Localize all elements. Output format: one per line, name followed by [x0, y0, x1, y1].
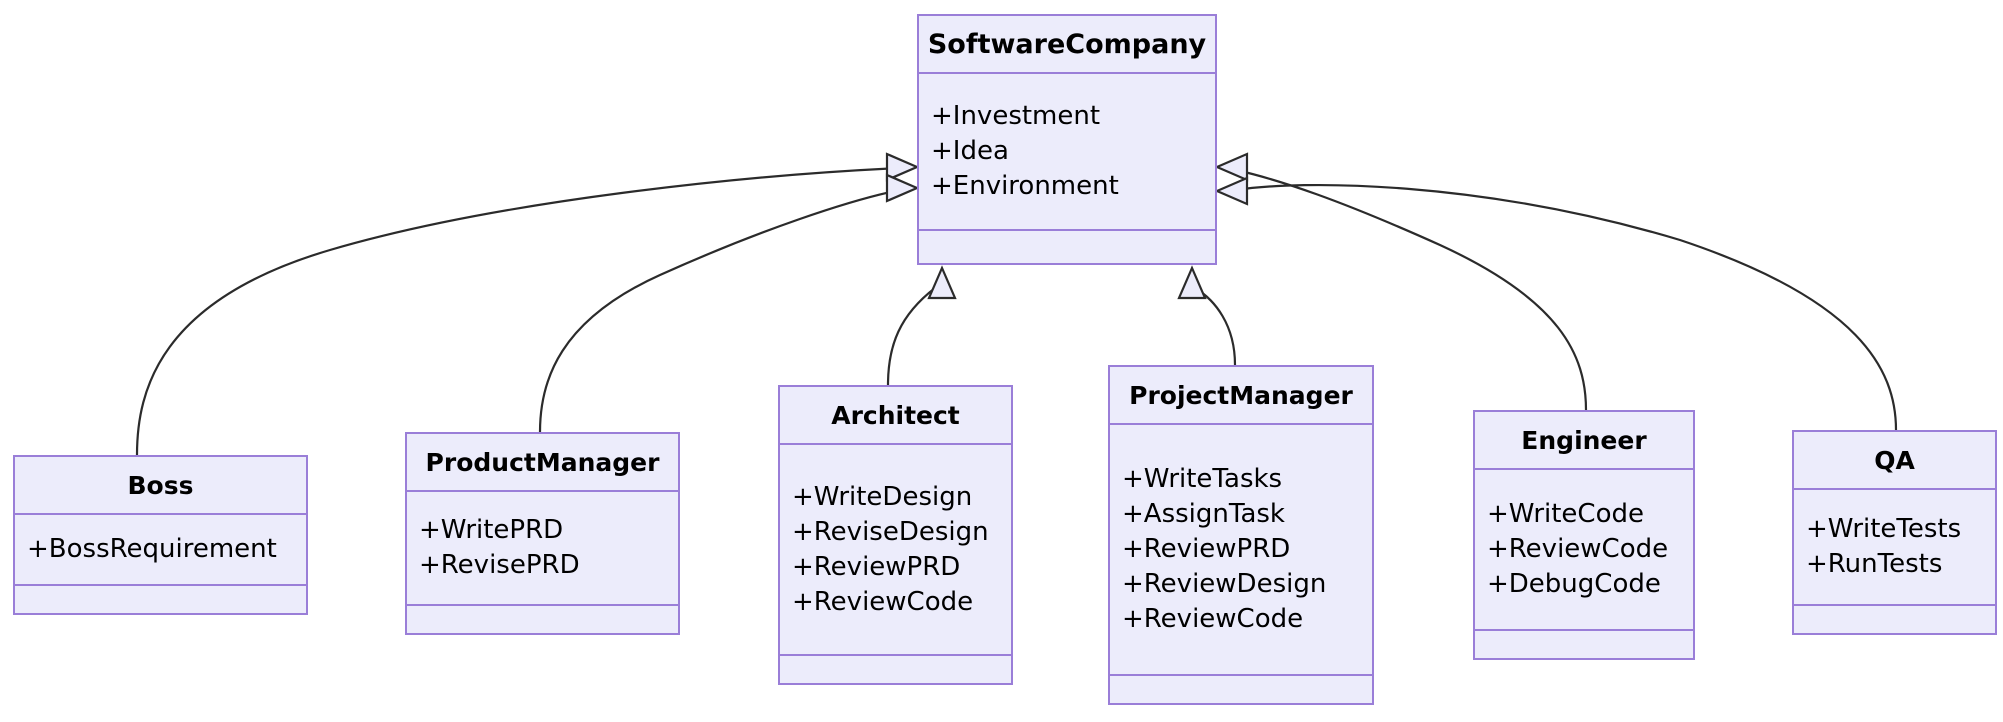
class-box-product-manager[interactable]: ProductManager +WritePRD +RevisePRD	[405, 432, 680, 635]
class-attributes-boss: +BossRequirement	[15, 515, 306, 586]
class-attributes-qa: +WriteTests +RunTests	[1794, 490, 1995, 606]
attribute-row: +WriteTests	[1806, 514, 1962, 544]
attribute-row: +DebugCode	[1487, 569, 1661, 599]
class-methods-qa	[1794, 606, 1995, 633]
generalization-edge-projectmanager-inherits-softwarecompany[interactable]	[1177, 265, 1237, 366]
inheritance-arrowhead-icon	[1214, 152, 1249, 182]
attribute-row: +Investment	[931, 101, 1101, 131]
attribute-row: +WriteTasks	[1122, 464, 1283, 494]
class-methods-project-manager	[1110, 676, 1372, 703]
attribute-row: +BossRequirement	[27, 534, 277, 564]
class-attributes-software-company: +Investment +Idea +Environment	[919, 74, 1215, 231]
attribute-row: +WriteDesign	[792, 481, 973, 512]
attribute-row: +WriteCode	[1487, 499, 1644, 529]
generalization-edge-architect-inherits-softwarecompany[interactable]	[886, 265, 957, 386]
class-name-qa: QA	[1794, 432, 1995, 490]
class-methods-architect	[780, 656, 1011, 683]
class-name-software-company: SoftwareCompany	[919, 16, 1215, 74]
class-attributes-project-manager: +WriteTasks +AssignTask +ReviewPRD +ReviewD…	[1110, 425, 1372, 676]
attribute-row: +RunTests	[1806, 549, 1943, 579]
class-attributes-architect: +WriteDesign +ReviseDesign +ReviewPRD +Revi…	[780, 445, 1011, 656]
class-attributes-engineer: +WriteCode +ReviewCode +DebugCode	[1475, 470, 1693, 631]
class-name-engineer: Engineer	[1475, 412, 1693, 470]
inheritance-arrowhead-icon	[927, 265, 957, 300]
class-box-software-company[interactable]: SoftwareCompany +Investment +Idea +Environm…	[917, 14, 1217, 265]
attribute-row: +AssignTask	[1122, 499, 1285, 529]
inheritance-arrowhead-icon	[1177, 265, 1207, 300]
attribute-row: +Environment	[931, 171, 1119, 201]
class-methods-engineer	[1475, 631, 1693, 658]
attribute-row: +ReviewPRD	[792, 551, 961, 582]
class-attributes-product-manager: +WritePRD +RevisePRD	[407, 492, 678, 606]
attribute-row: +Idea	[931, 136, 1009, 166]
class-name-project-manager: ProjectManager	[1110, 367, 1372, 425]
class-box-project-manager[interactable]: ProjectManager +WriteTasks +AssignTask +Rev…	[1108, 365, 1374, 705]
attribute-row: +RevisePRD	[419, 550, 580, 580]
attribute-row: +ReviewDesign	[1122, 569, 1327, 599]
inheritance-arrowhead-icon	[885, 173, 920, 203]
edge-line	[1194, 287, 1237, 366]
class-methods-boss	[15, 586, 306, 613]
class-methods-product-manager	[407, 606, 678, 633]
attribute-row: +ReviewCode	[1122, 604, 1304, 634]
class-name-boss: Boss	[15, 457, 306, 515]
attribute-row: +WritePRD	[419, 515, 564, 545]
attribute-row: +ReviewPRD	[1122, 534, 1291, 564]
class-box-boss[interactable]: Boss +BossRequirement	[13, 455, 308, 615]
class-box-engineer[interactable]: Engineer +WriteCode +ReviewCode +DebugCode	[1473, 410, 1695, 660]
class-name-architect: Architect	[780, 387, 1011, 445]
class-box-architect[interactable]: Architect +WriteDesign +ReviseDesign +Revie…	[778, 385, 1013, 685]
inheritance-arrowhead-icon	[1214, 176, 1249, 206]
attribute-row: +ReviewCode	[792, 586, 974, 617]
edge-line	[886, 287, 936, 386]
attribute-row: +ReviseDesign	[792, 516, 989, 547]
attribute-row: +ReviewCode	[1487, 534, 1669, 564]
class-box-qa[interactable]: QA +WriteTests +RunTests	[1792, 430, 1997, 635]
class-methods-software-company	[919, 231, 1215, 263]
class-name-product-manager: ProductManager	[407, 434, 678, 492]
inheritance-arrowhead-icon	[885, 152, 920, 182]
